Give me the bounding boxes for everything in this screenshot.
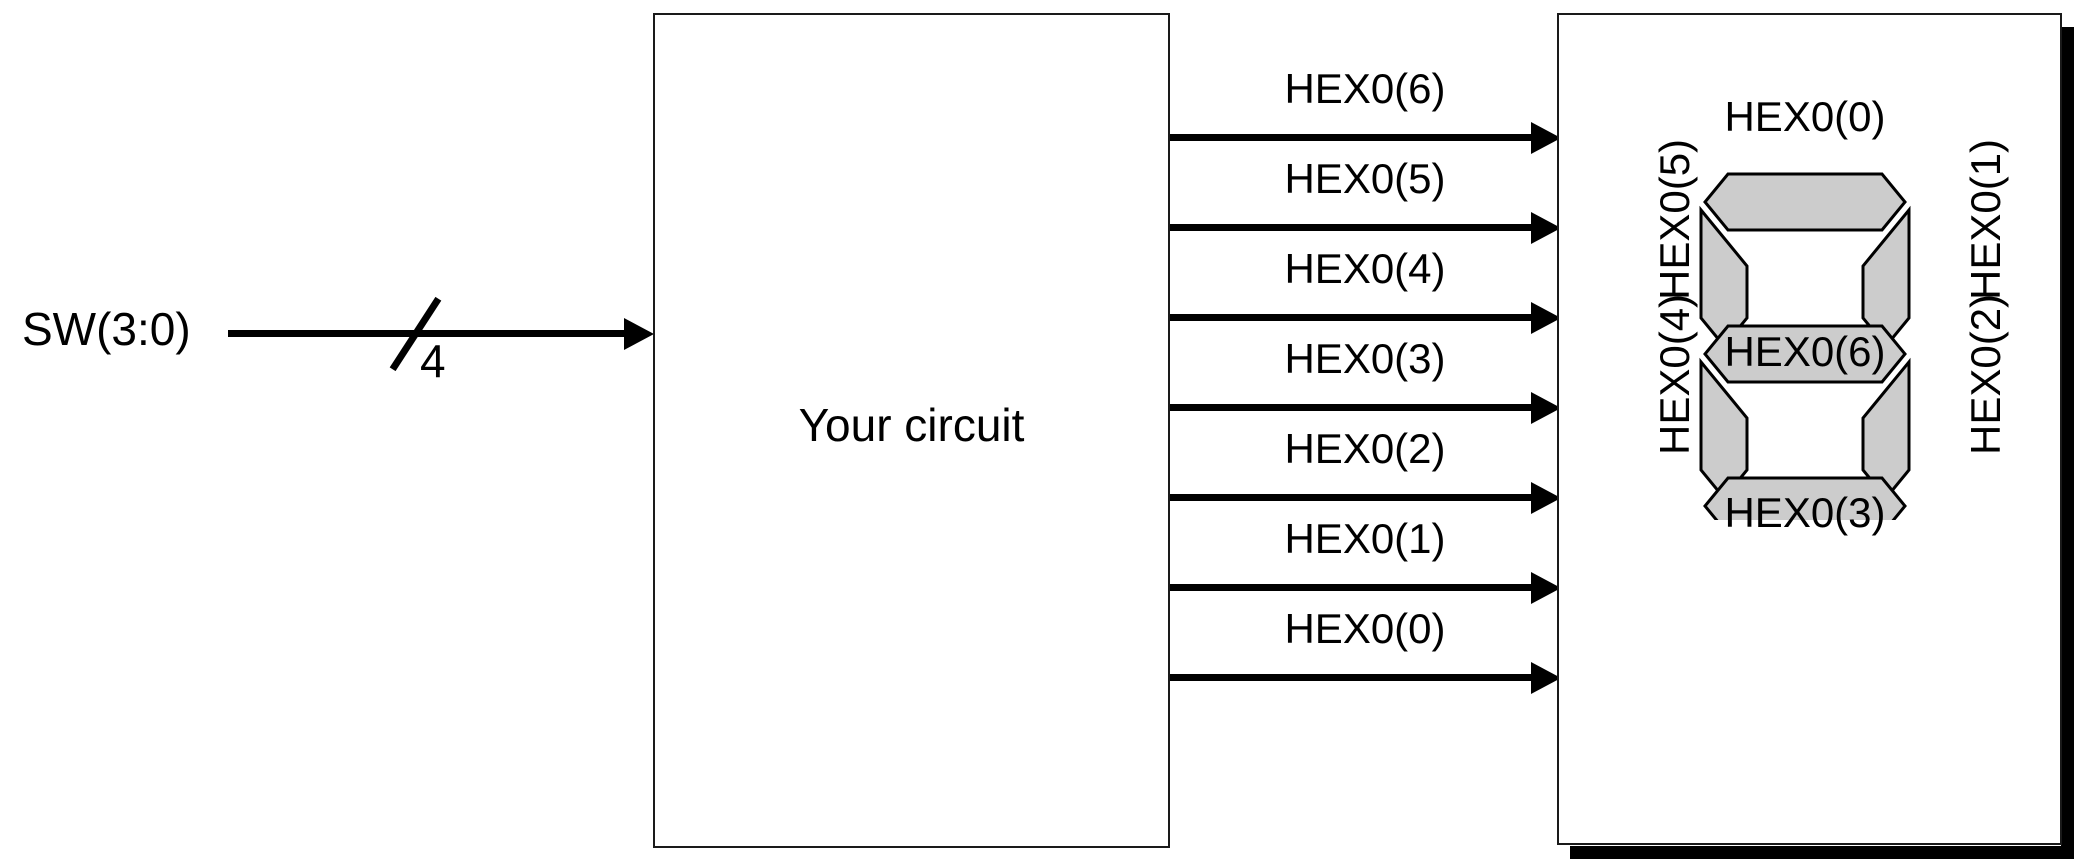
input-arrowhead-icon [624, 318, 654, 350]
segment-label-bottom: HEX0(3) [1724, 489, 1886, 536]
output-signal-label-6: HEX0(0) [1284, 605, 1446, 652]
output-wire-3 [1170, 404, 1542, 411]
output-arrowhead-icon-5 [1531, 572, 1561, 604]
output-wire-5 [1170, 584, 1542, 591]
output-arrowhead-icon-3 [1531, 392, 1561, 424]
input-bus-wire [228, 330, 624, 337]
output-signal-label-3: HEX0(3) [1284, 335, 1446, 382]
output-wire-1 [1170, 224, 1542, 231]
segment-top [1703, 172, 1907, 232]
input-signal-label: SW(3:0) [22, 303, 191, 355]
bus-width-label: 4 [420, 335, 446, 387]
display-block [1557, 13, 2062, 845]
output-arrowhead-icon-0 [1531, 122, 1561, 154]
output-signal-label-2: HEX0(4) [1284, 245, 1446, 292]
segment-label-upper-left: HEX0(5) [1651, 138, 1698, 300]
output-wire-0 [1170, 134, 1542, 141]
output-arrowhead-icon-2 [1531, 302, 1561, 334]
segment-label-top: HEX0(0) [1724, 93, 1886, 140]
segment-label-middle: HEX0(6) [1724, 328, 1886, 375]
segment-label-lower-left: HEX0(4) [1651, 293, 1698, 455]
segment-label-lower-right: HEX0(2) [1962, 293, 2009, 455]
output-wire-2 [1170, 314, 1542, 321]
output-wire-6 [1170, 674, 1542, 681]
output-signal-label-1: HEX0(5) [1284, 155, 1446, 202]
output-wire-4 [1170, 494, 1542, 501]
output-arrowhead-icon-6 [1531, 662, 1561, 694]
segment-label-upper-right: HEX0(1) [1962, 138, 2009, 300]
seven-segment-display [1690, 160, 1920, 536]
circuit-block-label: Your circuit [798, 399, 1025, 451]
segment-middle [1703, 324, 1907, 384]
output-signal-label-0: HEX0(6) [1284, 65, 1446, 112]
output-arrowhead-icon-4 [1531, 482, 1561, 514]
circuit-block [653, 13, 1170, 848]
seven-segment-svg [1699, 172, 1911, 536]
output-signal-label-4: HEX0(2) [1284, 425, 1446, 472]
output-arrowhead-icon-1 [1531, 212, 1561, 244]
output-signal-label-5: HEX0(1) [1284, 515, 1446, 562]
